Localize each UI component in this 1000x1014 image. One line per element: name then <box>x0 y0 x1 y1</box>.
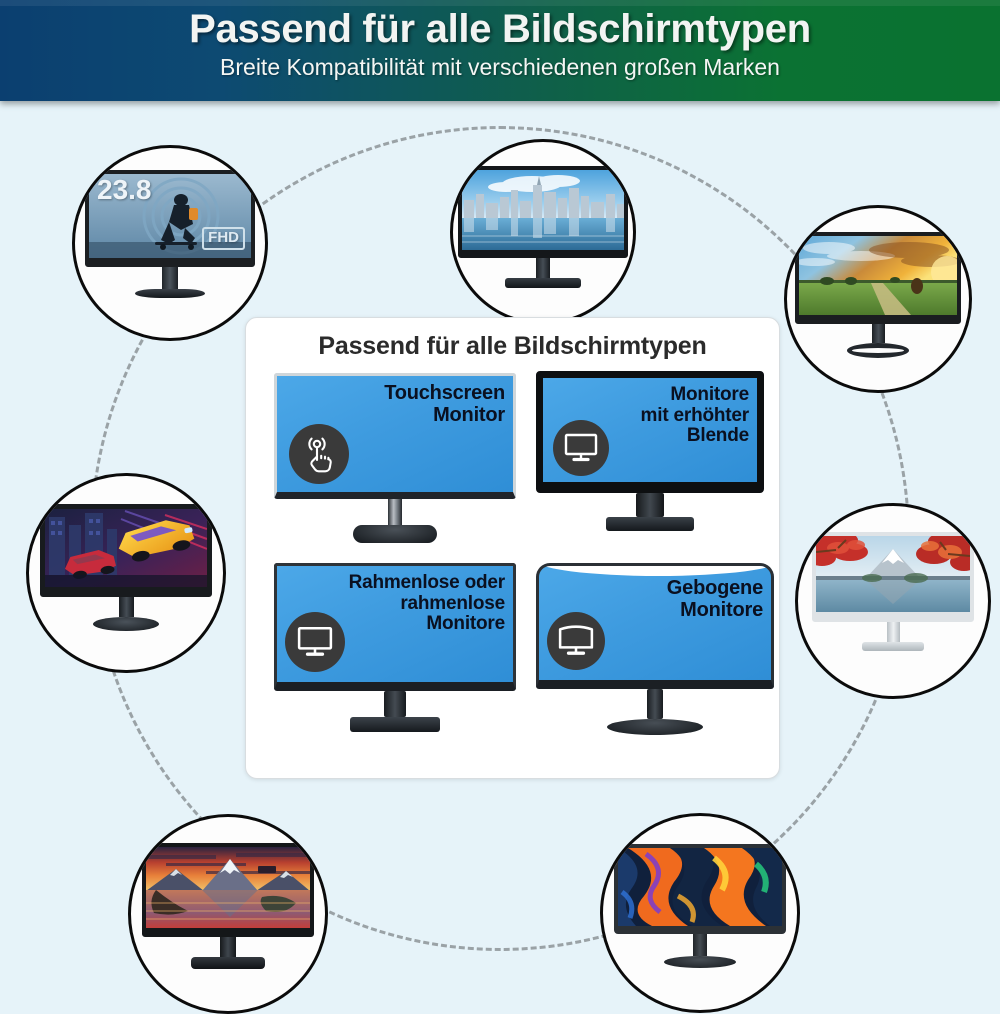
monitor-icon <box>553 420 609 476</box>
page-subtitle: Breite Kompatibilität mit verschiedenen … <box>220 54 780 80</box>
card-touchscreen[interactable]: Touchscreen Monitor <box>274 373 516 543</box>
monitor-foot <box>606 517 694 531</box>
monitor-photo-mountain-sunset <box>142 843 314 969</box>
card-label-touchscreen: Touchscreen Monitor <box>384 382 505 426</box>
card-raised-bezel[interactable]: Monitore mit erhöhter Blende <box>536 371 764 531</box>
monitor-neck <box>384 691 406 717</box>
card-label-raised-bezel: Monitore mit erhöhter Blende <box>640 384 750 447</box>
monitor-photo-sunset-field <box>795 232 961 358</box>
bubble-bottom-right[interactable] <box>600 813 800 1013</box>
center-panel: Passend für alle Bildschirmtypen Touchsc… <box>245 317 780 779</box>
card-screen: Monitore mit erhöhter Blende <box>536 371 764 493</box>
bubble-top-center[interactable] <box>450 139 636 325</box>
page-header: Passend für alle Bildschirmtypen Breite … <box>0 0 1000 101</box>
monitor-foot <box>607 719 703 735</box>
scene-sunset-field <box>799 236 957 315</box>
bubble-mid-right[interactable] <box>795 503 991 699</box>
bubble-top-right[interactable] <box>784 205 972 393</box>
page-title: Passend für alle Bildschirmtypen <box>189 7 811 51</box>
monitor-icon <box>285 612 345 672</box>
card-label-curved: Gebogene Monitore <box>666 577 763 621</box>
monitor-neck <box>388 499 402 525</box>
scene-skateboarder <box>89 174 251 258</box>
scene-mountain-sunset <box>146 847 310 928</box>
card-screen: Rahmenlose oder rahmenlose Monitore <box>274 563 516 691</box>
card-label-frameless: Rahmenlose oder rahmenlose Monitore <box>348 572 506 635</box>
curved-monitor-icon <box>547 612 605 670</box>
touch-hand-icon <box>289 424 349 484</box>
scene-fuji-maple <box>816 536 970 612</box>
monitor-photo-racing-game <box>40 504 212 631</box>
curved-top-cut <box>539 566 771 576</box>
monitor-photo-fhd: 23.8 FHD <box>85 170 255 298</box>
card-frameless[interactable]: Rahmenlose oder rahmenlose Monitore <box>274 563 516 732</box>
bubble-bottom-left[interactable] <box>128 814 328 1014</box>
monitor-foot <box>353 525 437 543</box>
panel-title: Passend für alle Bildschirmtypen <box>318 332 707 360</box>
scene-racing-cars <box>45 509 207 587</box>
monitor-photo-curved-abstract <box>614 844 786 968</box>
overlay-size-label: 23.8 <box>97 174 152 205</box>
card-grid: Touchscreen Monitor <box>264 367 774 759</box>
monitor-neck <box>647 689 663 719</box>
monitor-photo-mount-fuji <box>812 532 974 651</box>
bubble-top-left[interactable]: 23.8 FHD <box>72 145 268 341</box>
overlay-fhd-badge: FHD <box>202 227 245 250</box>
card-screen: Gebogene Monitore <box>536 563 774 689</box>
bubble-mid-left[interactable] <box>26 473 226 673</box>
scene-abstract-waves <box>618 848 782 926</box>
card-curved[interactable]: Gebogene Monitore <box>536 563 774 735</box>
monitor-photo-cityscape <box>458 166 628 288</box>
scene-city-skyline <box>462 170 624 250</box>
monitor-foot <box>350 717 440 732</box>
card-screen: Touchscreen Monitor <box>274 373 516 499</box>
monitor-neck <box>636 493 664 517</box>
diagram-stage: 23.8 FHD <box>0 101 1000 1014</box>
